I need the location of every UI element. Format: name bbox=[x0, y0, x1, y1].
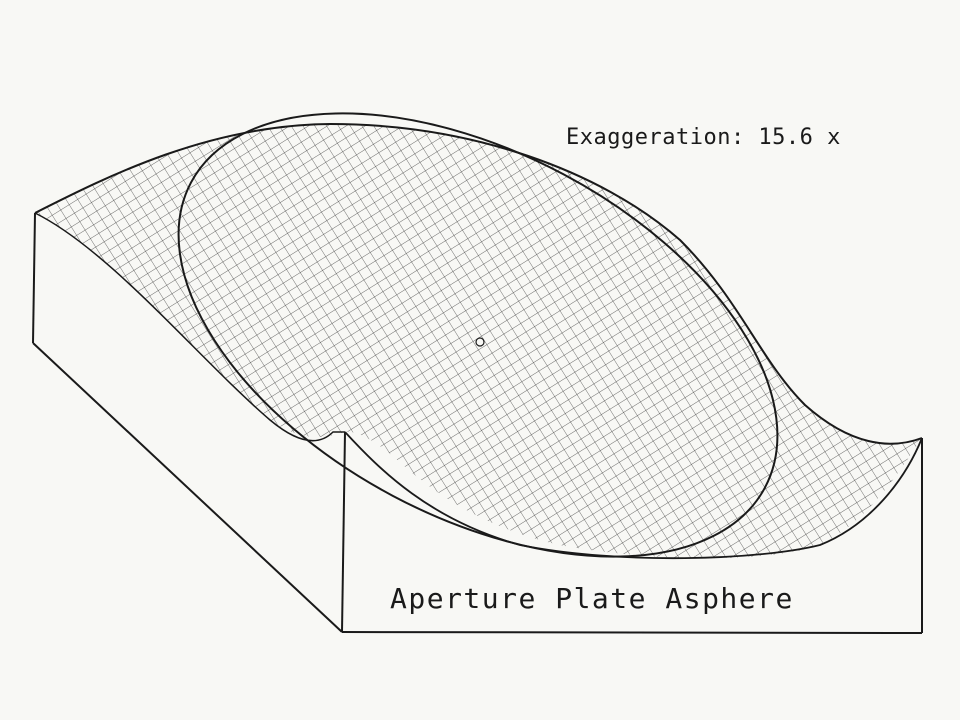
surface-front-profile bbox=[344, 431, 923, 560]
aperture-ellipse bbox=[177, 112, 779, 558]
block-front-bottom-edge bbox=[341, 631, 923, 634]
diagram-caption: Aperture Plate Asphere bbox=[390, 582, 794, 615]
block-left-edge bbox=[32, 212, 36, 344]
mesh-surface bbox=[35, 124, 922, 559]
exaggeration-label: Exaggeration: 15.6 x bbox=[566, 125, 841, 150]
surface-left-profile bbox=[34, 212, 345, 442]
block-bottom-diagonal bbox=[32, 342, 343, 633]
surface-top-edge bbox=[34, 122, 923, 445]
block-base bbox=[32, 212, 923, 634]
center-mark bbox=[475, 337, 485, 347]
block-front-left-edge bbox=[341, 431, 346, 633]
